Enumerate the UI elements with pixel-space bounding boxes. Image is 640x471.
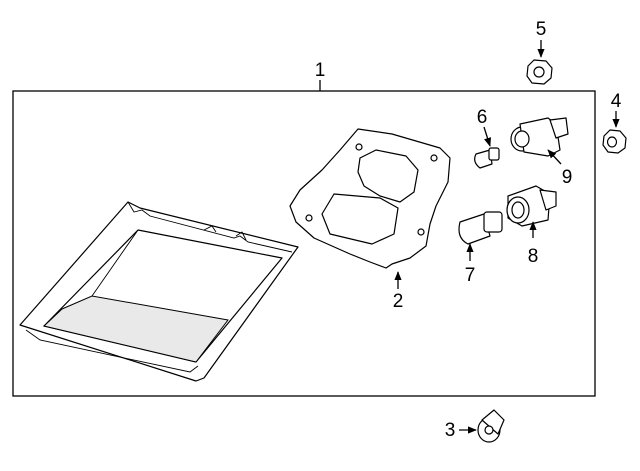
socket-9-body [519,117,561,157]
bulb-7-glass [458,213,491,245]
lens-lower-panel [42,295,229,363]
callout-1[interactable]: 1 [315,60,326,91]
lens-edge-line [91,229,139,297]
callout-3-label: 3 [445,420,456,441]
socket-8-connector [539,189,557,211]
callout-9-arrow [547,149,562,165]
lens-rim [25,329,199,373]
gasket-hole-2 [430,154,438,162]
callout-8[interactable]: 8 [528,221,539,267]
nut-part-4[interactable] [602,129,627,154]
tail-lamp-lens[interactable] [19,201,299,382]
callout-7[interactable]: 7 [465,243,476,286]
bulb-part-6[interactable] [474,147,500,169]
nut-part-5[interactable] [526,59,553,85]
callout-5[interactable]: 5 [536,19,547,58]
socket-9-connector [549,117,569,139]
callout-9-label: 9 [562,167,573,188]
bulb-part-7[interactable] [458,211,503,245]
lens-tab-b [235,231,247,241]
socket-9-ring [514,130,530,148]
bulb-6-glass [474,149,493,169]
gasket-hole-3 [305,214,313,222]
callout-7-label: 7 [465,265,476,286]
gasket-upper-window [357,149,419,203]
callout-6-arrow [483,126,492,147]
gasket-hole-1 [355,143,363,151]
bulb-7-base [483,211,503,233]
callout-1-label: 1 [315,60,326,81]
callout-6-label: 6 [477,107,488,128]
lamp-gasket[interactable] [289,128,451,269]
callout-3[interactable]: 3 [445,420,477,441]
callout-5-label: 5 [536,19,547,40]
callout-6[interactable]: 6 [477,107,492,147]
lens-tab-a [203,225,217,233]
callout-4[interactable]: 4 [611,91,622,128]
callout-8-label: 8 [528,246,539,267]
callout-2[interactable]: 2 [393,271,404,312]
callout-9[interactable]: 9 [547,149,573,188]
nut-4-hole [606,136,618,148]
callout-2-label: 2 [393,291,404,312]
socket-part-9[interactable] [510,117,569,157]
retainer-3-center [484,425,494,435]
gasket-lower-window [321,193,399,245]
socket-part-8[interactable] [506,185,557,227]
socket-8-ring [511,201,525,219]
gasket-hole-4 [417,228,425,236]
callout-4-label: 4 [611,91,622,112]
lens-top-flange [127,201,293,253]
retainer-part-3[interactable] [477,409,505,443]
nut-5-hole [533,66,545,78]
bulb-6-base [488,147,500,161]
assembly-frame [12,90,596,397]
